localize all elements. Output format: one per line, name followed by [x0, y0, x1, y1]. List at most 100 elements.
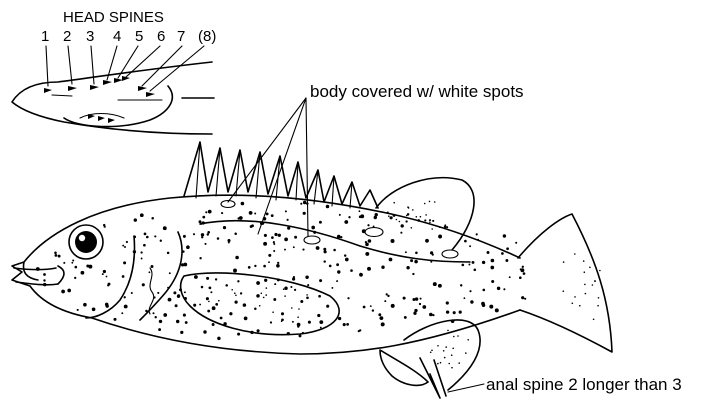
stipple-dot	[287, 226, 290, 229]
stipple-dot	[58, 255, 61, 258]
stipple-dot	[201, 236, 203, 238]
head-spines-inset: HEAD SPINES 1 2 3 4 5 6 7 (8)	[12, 9, 216, 134]
stipple-dot	[254, 213, 256, 215]
stipple-dot	[263, 265, 266, 268]
fin-stipple-dot	[453, 336, 455, 338]
stipple-dot	[273, 298, 276, 301]
stipple-dot	[489, 305, 493, 309]
stipple-dot	[92, 307, 96, 311]
stipple-dot	[199, 257, 201, 259]
stipple-dot	[522, 266, 524, 268]
stipple-dot	[201, 233, 204, 236]
stipple-dot	[432, 220, 434, 222]
stipple-dot	[360, 214, 364, 218]
stipple-dot	[124, 296, 126, 298]
stipple-dot	[36, 267, 40, 271]
stipple-dot	[389, 258, 393, 262]
fin-stipple-dot	[420, 216, 422, 218]
stipple-dot	[336, 280, 338, 282]
stipple-dot	[153, 296, 155, 298]
fin-stipple-dot	[589, 267, 591, 269]
stipple-dot	[319, 320, 323, 324]
stipple-dot	[43, 279, 45, 281]
stipple-dot	[123, 261, 126, 264]
stipple-dot	[469, 245, 471, 247]
stipple-dot	[180, 331, 183, 334]
stipple-dot	[159, 320, 162, 323]
white-spots	[221, 201, 458, 259]
stipple-dot	[204, 243, 206, 245]
stipple-dot	[241, 202, 245, 206]
stipple-dot	[202, 216, 205, 219]
stipple-dot	[300, 203, 302, 205]
stipple-dot	[104, 226, 106, 228]
fin-stipple-dot	[281, 320, 283, 322]
fin-stipple-dot	[458, 362, 460, 364]
stipple-dot	[482, 289, 485, 292]
fin-stipple-dot	[437, 363, 439, 365]
fin-stipple-dot	[416, 216, 418, 218]
stipple-dot	[225, 284, 228, 287]
stipple-dot	[320, 327, 322, 329]
stipple-dot	[313, 231, 316, 234]
fin-stipple-dot	[465, 352, 467, 354]
fin-stipple-dot	[574, 296, 576, 298]
stipple-dot	[146, 236, 149, 239]
stipple-dot	[176, 320, 179, 323]
stipple-dot	[446, 226, 448, 228]
stipple-dot	[317, 314, 320, 317]
stipple-dot	[271, 214, 274, 217]
stipple-dot	[212, 323, 215, 326]
stipple-dot	[413, 312, 416, 315]
stipple-dot	[61, 290, 65, 294]
stipple-dot	[74, 277, 76, 279]
fin-stipple-dot	[284, 295, 286, 297]
stipple-dot	[386, 293, 388, 295]
stipple-dot	[381, 322, 385, 326]
stipple-dot	[472, 261, 475, 264]
stipple-dot	[256, 294, 260, 298]
stipple-dot	[74, 266, 77, 269]
stipple-dot	[521, 296, 524, 299]
stipple-dot	[285, 210, 287, 212]
stipple-dot	[143, 244, 146, 247]
stipple-dot	[276, 264, 280, 268]
stipple-dot	[151, 265, 154, 268]
stipple-dot	[419, 303, 421, 305]
stipple-dot	[177, 294, 180, 297]
stipple-dot	[348, 216, 350, 218]
stipple-dot	[237, 333, 240, 336]
fin-stipple-dot	[599, 270, 601, 272]
stipple-dot	[274, 283, 276, 285]
stipple-dot	[284, 249, 286, 251]
stipple-dot	[287, 332, 290, 335]
stipple-dot	[199, 220, 202, 223]
stipple-dot	[287, 219, 289, 221]
stipple-dot	[163, 226, 167, 230]
fin-stipple-dot	[396, 219, 398, 221]
spine-number-7: 7	[177, 28, 185, 45]
stipple-dot	[343, 323, 346, 326]
anal-fin	[404, 320, 480, 398]
stipple-dot	[350, 269, 353, 272]
stipple-dot	[77, 309, 79, 311]
stipple-dot	[205, 211, 207, 213]
stipple-dot	[523, 272, 526, 275]
stipple-dot	[179, 288, 182, 291]
stipple-dot	[133, 236, 136, 239]
stipple-dot	[254, 265, 256, 267]
stipple-dot	[264, 234, 267, 237]
stipple-dot	[243, 303, 246, 306]
fin-stipple-dot	[424, 203, 426, 205]
stipple-dot	[193, 304, 196, 307]
stipple-dot	[307, 284, 309, 286]
stipple-dot	[271, 236, 274, 239]
stipple-dot	[268, 254, 271, 257]
stipple-dot	[336, 263, 339, 266]
fin-stipple-dot	[297, 316, 299, 318]
inset-line-a	[52, 95, 72, 96]
stipple-dot	[463, 297, 465, 299]
fin-stipple-dot	[451, 367, 453, 369]
stipple-dot	[323, 260, 325, 262]
stipple-dot	[491, 280, 494, 283]
